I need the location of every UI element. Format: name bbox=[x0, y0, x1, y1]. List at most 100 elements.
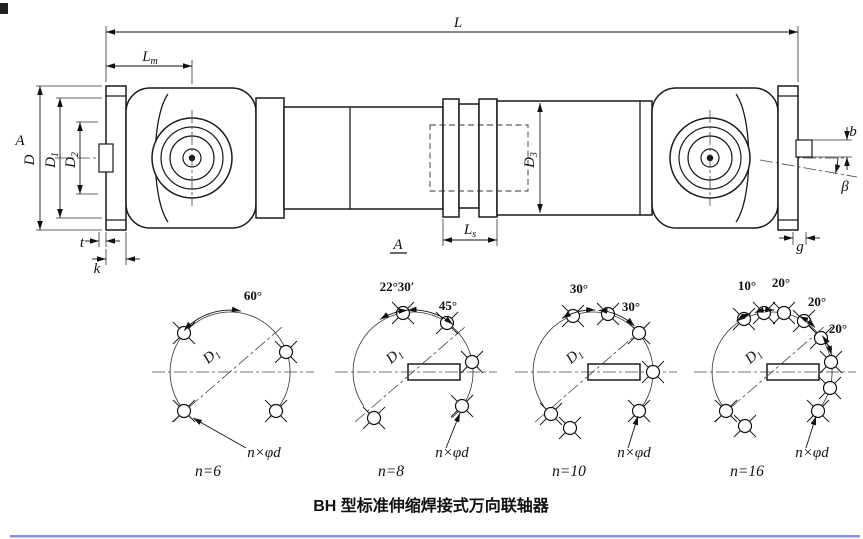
angle-arc bbox=[736, 313, 751, 322]
scan-artifact-corner bbox=[0, 3, 8, 14]
bolt-hole-marker bbox=[539, 402, 563, 426]
bolt-hole-marker bbox=[818, 376, 842, 400]
bolt-circle-diameter-line bbox=[713, 326, 825, 423]
dim-L-label: L bbox=[453, 15, 462, 31]
bolt-hole-marker bbox=[627, 399, 651, 423]
telescopic-collar-c bbox=[478, 98, 498, 218]
bolt-pattern-n10: 30° 30° D1 n×φd n=10 bbox=[515, 281, 677, 480]
bolt-hole-marker bbox=[558, 416, 582, 440]
bolt-hole-marker bbox=[733, 414, 757, 438]
bolt-hole-marker bbox=[752, 301, 776, 325]
dim-D2-main: D bbox=[63, 157, 79, 169]
dim-D2-sub: 2 bbox=[70, 152, 81, 157]
dimensions: L Lm D D1 D2 D3 L bbox=[14, 15, 857, 277]
angle-arc bbox=[598, 308, 635, 327]
shaft-tubes bbox=[255, 97, 653, 219]
holes-leader bbox=[627, 415, 639, 449]
bolt-circle-sub: 1 bbox=[576, 350, 587, 362]
angle-label: 22°30′ bbox=[380, 279, 415, 294]
bolt-circle-label: D1 bbox=[382, 345, 407, 370]
holes-label: n×φd bbox=[617, 445, 651, 461]
angle-label: 20° bbox=[829, 321, 847, 336]
bolt-hole-marker bbox=[806, 399, 830, 423]
count-label: n=8 bbox=[378, 463, 404, 480]
angle-arc bbox=[407, 306, 454, 325]
bolt-hole-marker bbox=[264, 399, 288, 423]
holes-leader bbox=[445, 412, 461, 449]
dim-k-label: k bbox=[94, 261, 101, 277]
left-flange bbox=[98, 85, 127, 231]
bolt-circle-sub: 1 bbox=[396, 350, 407, 362]
dim-Lm-main: L bbox=[141, 49, 150, 65]
bolt-pattern-n16: 10° 20° 20° 20° D1 n×φd n=16 bbox=[694, 275, 856, 480]
bolt-hole-marker bbox=[450, 394, 474, 418]
bolt-hole-marker bbox=[274, 340, 298, 364]
dim-D3-main: D bbox=[522, 157, 538, 169]
bolt-circle-diameter-line bbox=[171, 326, 283, 423]
bolt-hole-marker bbox=[391, 301, 415, 325]
bolt-hole-marker bbox=[714, 399, 738, 423]
angle-label: 45° bbox=[439, 298, 457, 313]
bolt-circle-sub: 1 bbox=[213, 350, 224, 362]
left-yoke bbox=[125, 87, 257, 229]
count-label: n=6 bbox=[195, 463, 221, 480]
bolt-hole-marker bbox=[172, 321, 196, 345]
tube-section-2 bbox=[496, 100, 653, 216]
angle-arc bbox=[379, 308, 408, 320]
angle-arc bbox=[754, 306, 775, 313]
dim-b-label: b bbox=[849, 124, 857, 140]
holes-leader bbox=[192, 417, 247, 449]
angle-label: 60° bbox=[244, 288, 262, 303]
dim-g-label: g bbox=[796, 239, 804, 255]
dim-Ls-sub: s bbox=[472, 229, 476, 240]
figure-caption: BH 型标准伸缩焊接式万向联轴器 bbox=[313, 496, 550, 515]
bolt-hole-marker bbox=[772, 301, 796, 325]
flange-bolt bbox=[98, 143, 114, 173]
bolt-circle-diameter-line bbox=[354, 326, 466, 423]
weld-collar-left bbox=[255, 97, 285, 219]
holes-leader bbox=[805, 415, 817, 449]
holes-label: n×φd bbox=[435, 445, 469, 461]
side-view: L Lm D D1 D2 D3 L bbox=[14, 15, 857, 277]
bolt-pattern-n8: 22°30′ 45° D1 n×φd n=8 bbox=[335, 279, 497, 480]
section-a-bottom-label: A bbox=[392, 237, 403, 253]
telescopic-collar-b bbox=[458, 103, 480, 209]
bolt-hole-marker bbox=[627, 321, 651, 345]
bolt-circle-label: D1 bbox=[741, 345, 766, 370]
deflection-axis bbox=[759, 159, 858, 178]
angle-label: 10° bbox=[738, 278, 756, 293]
right-flange bbox=[759, 85, 858, 231]
bolt-circle-label: D1 bbox=[562, 345, 587, 370]
dim-D1-sub: 1 bbox=[50, 152, 61, 157]
bolt-hole-marker bbox=[561, 304, 585, 328]
bolt-pattern-n6: 60° D1 n×φd n=6 bbox=[152, 288, 314, 480]
bolt-hole-marker bbox=[732, 307, 756, 331]
tube-section-1 bbox=[283, 106, 444, 210]
angle-label: 20° bbox=[772, 275, 790, 290]
dim-D-label: D bbox=[22, 154, 38, 166]
angle-label: 30° bbox=[622, 299, 640, 314]
angle-arc bbox=[799, 315, 816, 328]
bolt-hole-marker bbox=[172, 399, 196, 423]
dim-t-label: t bbox=[80, 235, 85, 251]
angle-arc bbox=[561, 306, 596, 319]
scan-artifact-bottom-line bbox=[10, 535, 860, 538]
bolt-circle-diameter-line bbox=[534, 326, 646, 423]
dim-Lm-label: Lm bbox=[141, 49, 158, 67]
bolt-hole-marker bbox=[362, 406, 386, 430]
bolt-circle-sub: 1 bbox=[755, 350, 766, 362]
count-label: n=10 bbox=[552, 463, 586, 480]
dim-D3-sub: 3 bbox=[529, 152, 540, 158]
bolt-hole-marker bbox=[460, 350, 484, 374]
angle-arc bbox=[821, 335, 833, 356]
right-yoke bbox=[651, 87, 779, 229]
dim-Ls-main: L bbox=[463, 222, 472, 238]
beta-arc bbox=[835, 157, 841, 174]
dim-D2-label: D2 bbox=[63, 152, 81, 169]
section-a-left-label: A bbox=[14, 133, 25, 149]
holes-label: n×φd bbox=[247, 445, 281, 461]
dim-D1-main: D bbox=[43, 157, 59, 169]
holes-label: n×φd bbox=[795, 445, 829, 461]
